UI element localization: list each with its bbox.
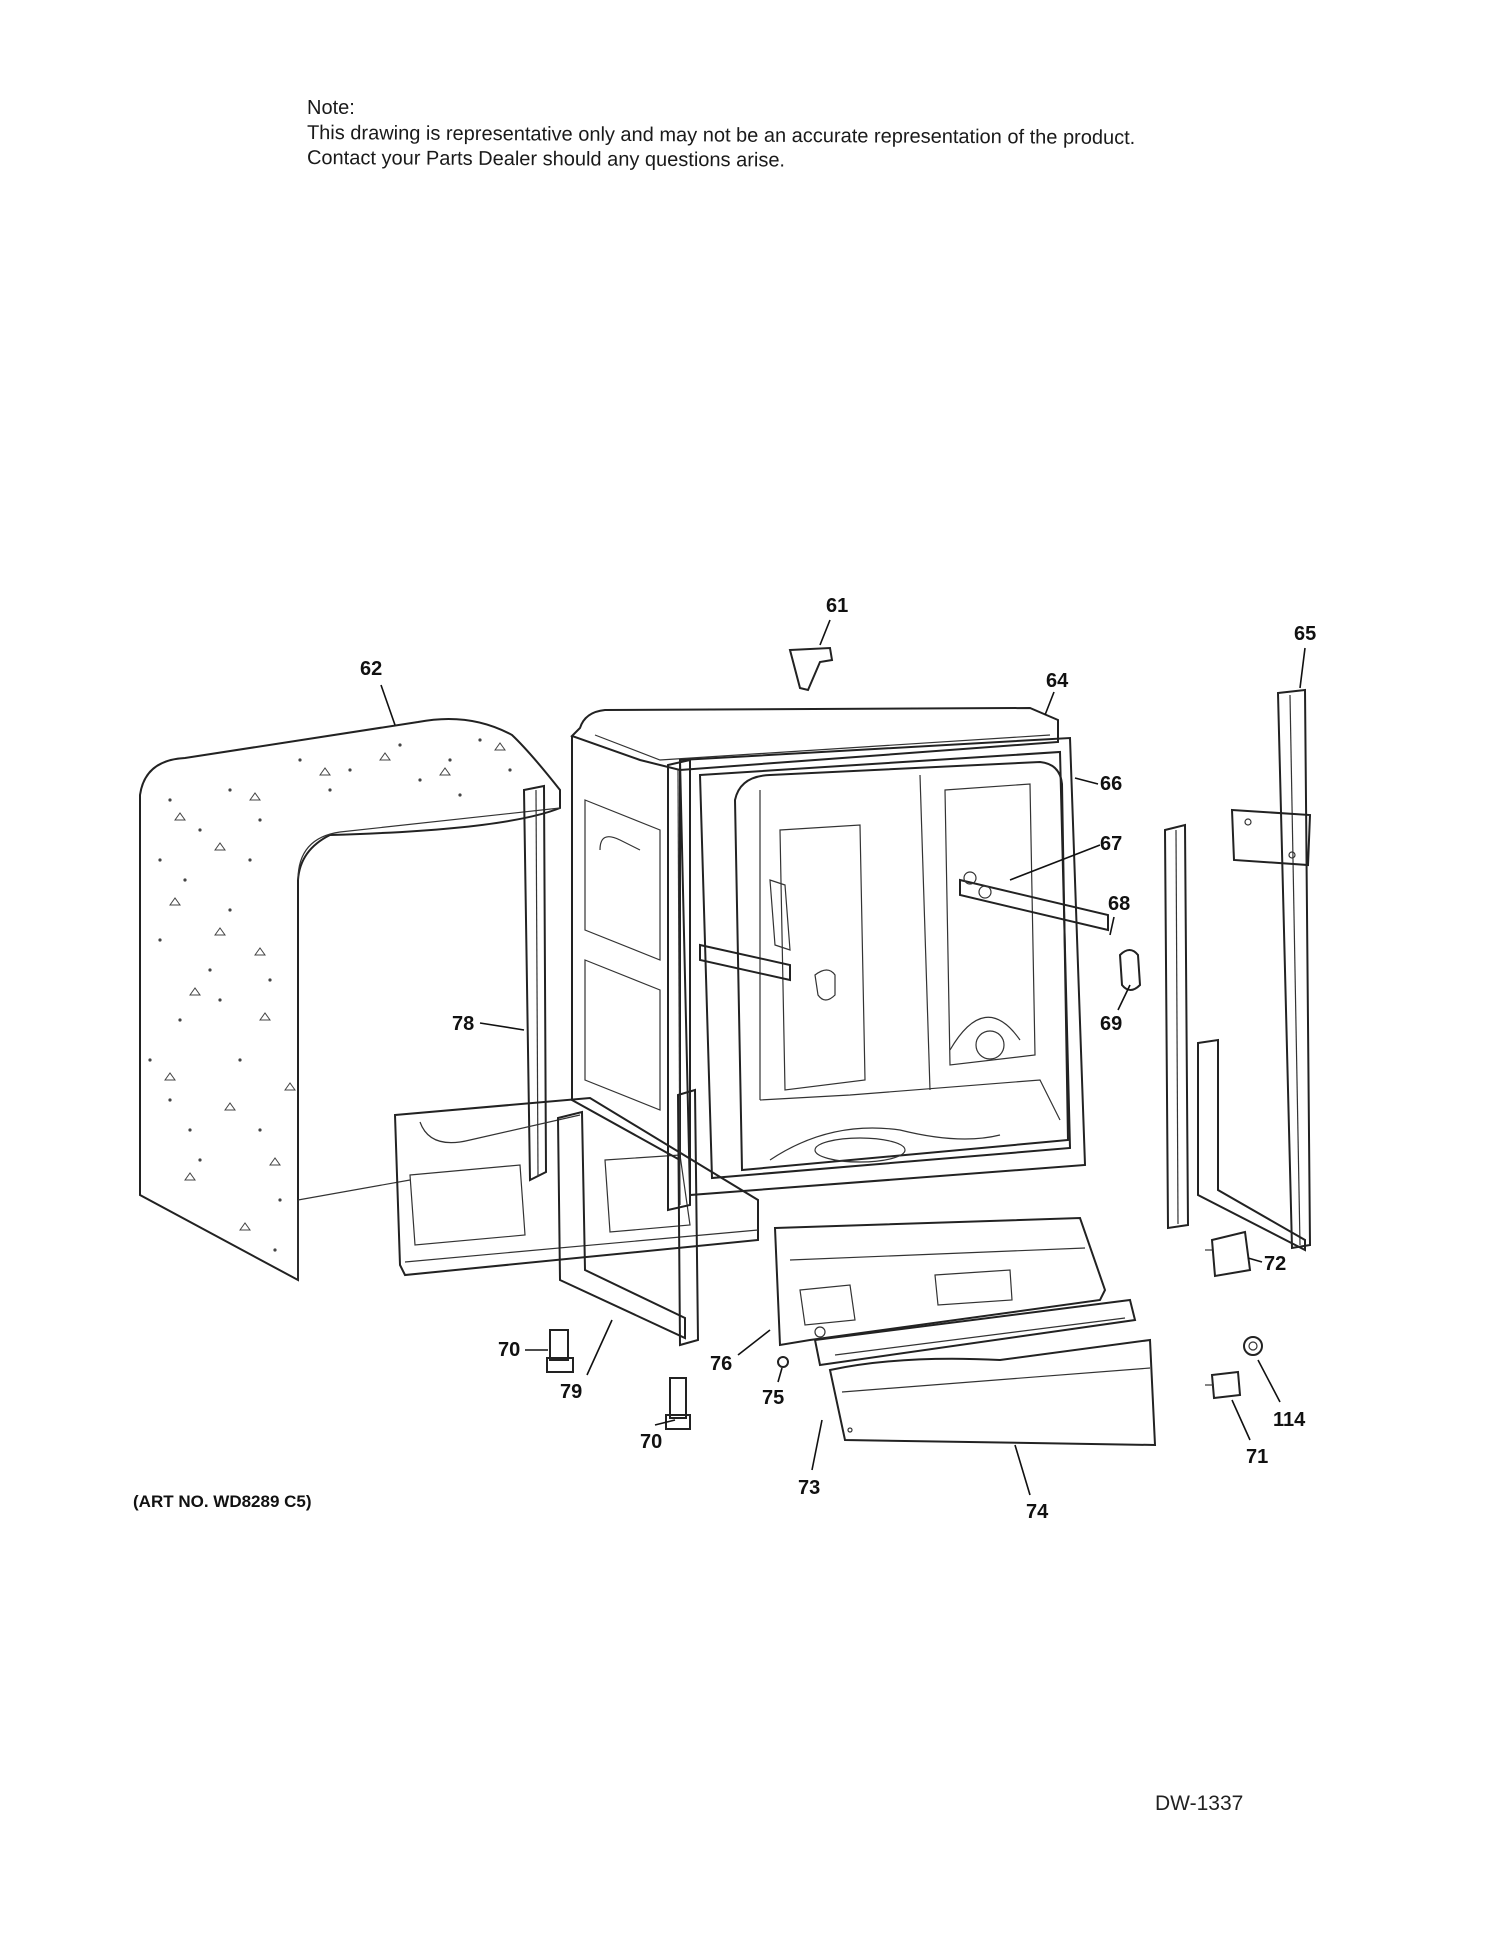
callout-61: 61 bbox=[826, 595, 848, 617]
callout-79: 79 bbox=[560, 1381, 582, 1403]
toe-panel-front-part bbox=[828, 1338, 1157, 1447]
nut-part bbox=[1243, 1336, 1263, 1356]
tub-assembly-part bbox=[570, 706, 1087, 1212]
callout-72: 72 bbox=[1264, 1253, 1286, 1275]
callout-78: 78 bbox=[452, 1013, 474, 1035]
leader-lines bbox=[380, 619, 1306, 1496]
toe-kick-part bbox=[813, 1298, 1137, 1367]
callout-114: 114 bbox=[1273, 1409, 1306, 1431]
callout-68: 68 bbox=[1108, 893, 1130, 915]
callout-67: 67 bbox=[1100, 833, 1122, 855]
side-bracket-right-part bbox=[1197, 688, 1312, 1252]
rack-stop-part bbox=[814, 949, 1142, 1001]
toe-kick-bracket-part bbox=[773, 1216, 1107, 1347]
side-trim-left-part bbox=[522, 784, 548, 1182]
callout-70-second: 70 bbox=[640, 1431, 662, 1453]
drawing-code: DW-1337 bbox=[1155, 1792, 1244, 1815]
callout-75: 75 bbox=[762, 1387, 784, 1409]
callout-74: 74 bbox=[1026, 1501, 1049, 1523]
callout-62: 62 bbox=[360, 658, 382, 680]
top-clip-part bbox=[788, 646, 834, 692]
callout-71: 71 bbox=[1246, 1446, 1268, 1468]
callout-73: 73 bbox=[798, 1477, 820, 1499]
side-trim-right-part bbox=[1163, 823, 1190, 1230]
callout-69: 69 bbox=[1100, 1013, 1122, 1035]
leg-frame-part bbox=[556, 1088, 700, 1347]
insulation-blanket-part bbox=[139, 717, 561, 1282]
grommet-part bbox=[777, 1356, 789, 1368]
junction-box-part bbox=[1205, 1230, 1252, 1278]
callout-70: 70 bbox=[498, 1339, 520, 1361]
callout-64: 64 bbox=[1046, 670, 1069, 692]
callout-76: 76 bbox=[710, 1353, 732, 1375]
leveling-leg-part bbox=[546, 1329, 574, 1373]
drawing-note: Note: This drawing is representative onl… bbox=[307, 96, 1307, 172]
note-heading: Note: bbox=[307, 97, 355, 119]
switch-part bbox=[1205, 1370, 1242, 1400]
art-number: (ART NO. WD8289 C5) bbox=[133, 1492, 312, 1511]
rack-rail-part bbox=[699, 871, 1109, 982]
base-pan-part bbox=[393, 1096, 759, 1277]
callout-66: 66 bbox=[1100, 773, 1122, 795]
callout-65: 65 bbox=[1294, 623, 1316, 645]
